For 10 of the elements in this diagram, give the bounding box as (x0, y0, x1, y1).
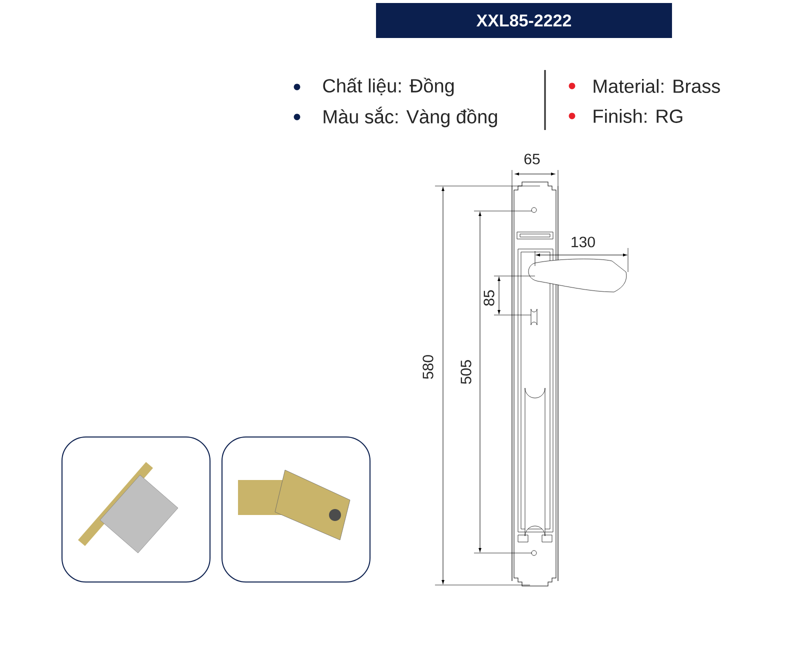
dimension-label: 505 (460, 360, 472, 384)
spec-text: Chất liệu: Đồng (323, 78, 454, 96)
spec-text: Màu sắc: Vàng đồng (324, 106, 497, 128)
dimension-label: 580 (422, 355, 434, 379)
dimension-label: 130 (572, 236, 595, 248)
dimension-label: 85 (484, 290, 494, 306)
dimension-label: 65 (524, 154, 540, 164)
spec-text: Finish: RG (594, 109, 682, 123)
title-banner: XXL85-2222 (376, 3, 672, 38)
spec-text: Material: Brass (594, 79, 720, 93)
